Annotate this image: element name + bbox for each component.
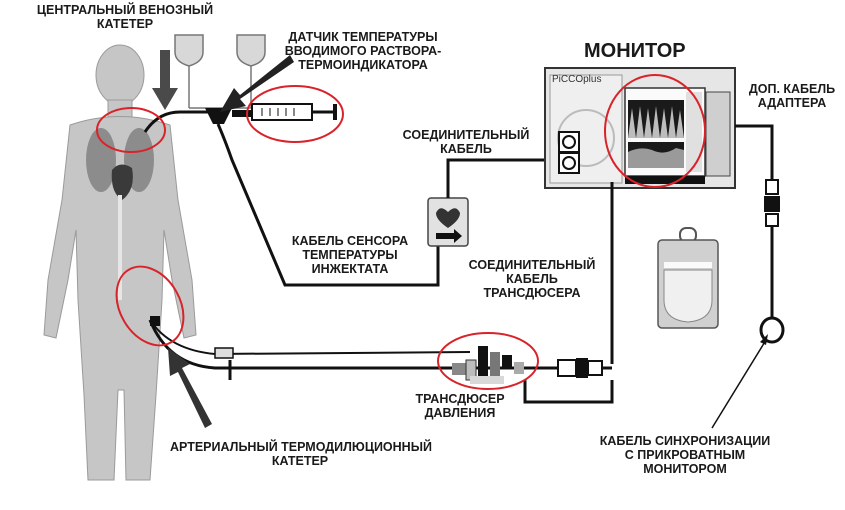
label-transducer-cable-line-1: СОЕДИНИТЕЛЬНЫЙ <box>468 258 596 272</box>
highlight-ellipses <box>96 74 706 390</box>
label-monitor: МОНИТОР <box>584 40 686 62</box>
cvc-line <box>143 110 215 133</box>
label-injectate-cable-line-1: КАБЕЛЬ СЕНСОРА <box>291 234 409 248</box>
label-temp-sensor-line-2: ВВОДИМОГО РАСТВОРА- <box>284 44 442 58</box>
arterial-catheter-arrow <box>168 348 212 428</box>
label-cvc-line-2: КАТЕТЕР <box>96 17 154 31</box>
label-connecting-cable-line-1: СОЕДИНИТЕЛЬНЫЙ <box>402 128 530 142</box>
adapter-connector <box>764 179 780 227</box>
label-transducer-cable-line-2: КАБЕЛЬ <box>506 272 558 286</box>
adapter-cable <box>735 124 774 180</box>
label-adapter-cable-line-2: АДАПТЕРА <box>757 96 827 110</box>
label-arterial-catheter-line-2: КАТЕТЕР <box>271 454 329 468</box>
label-adapter-cable-line-1: ДОП. КАБЕЛЬ <box>748 82 836 96</box>
label-temp-sensor-line-1: ДАТЧИК ТЕМПЕРАТУРЫ <box>288 30 438 44</box>
label-transducer-cable: СОЕДИНИТЕЛЬНЫЙ КАБЕЛЬ ТРАНСДЮСЕРА <box>452 258 612 300</box>
connecting-cable <box>446 158 558 198</box>
label-connecting-cable-line-2: КАБЕЛЬ <box>440 142 492 156</box>
label-temp-sensor: ДАТЧИК ТЕМПЕРАТУРЫ ВВОДИМОГО РАСТВОРА- Т… <box>268 30 458 72</box>
highlight-monitor-screen <box>604 74 706 188</box>
transducer-cable-b <box>523 380 614 404</box>
label-pressure-transducer-line-1: ТРАНСДЮСЕР <box>415 392 505 406</box>
arterial-line-outer <box>149 319 471 356</box>
injectate-sensor-cable <box>216 123 440 287</box>
label-arterial-catheter: АРТЕРИАЛЬНЫЙ ТЕРМОДИЛЮЦИОННЫЙ КАТЕТЕР <box>170 440 432 468</box>
highlight-catheter <box>115 265 185 347</box>
label-cvc: ЦЕНТРАЛЬНЫЙ ВЕНОЗНЫЙ КАТЕТЕР <box>0 3 250 31</box>
transducer-assembly <box>452 346 524 384</box>
sync-pointer-head <box>760 334 768 345</box>
stopcock-manifold <box>205 108 232 124</box>
label-transducer-cable-line-3: ТРАНСДЮСЕРА <box>483 286 581 300</box>
syringe <box>232 103 337 121</box>
label-connecting-cable: СОЕДИНИТЕЛЬНЫЙ КАБЕЛЬ <box>392 128 540 156</box>
label-arterial-catheter-line-1: АРТЕРИАЛЬНЫЙ ТЕРМОДИЛЮЦИОННЫЙ <box>170 440 432 454</box>
sync-pointer <box>711 339 767 429</box>
label-pressure-transducer: ТРАНСДЮСЕР ДАВЛЕНИЯ <box>410 392 510 420</box>
label-sync-cable-line-3: МОНИТОРОМ <box>643 462 727 476</box>
label-injectate-cable-line-2: ТЕМПЕРАТУРЫ <box>302 248 398 262</box>
temp-sensor-arrow <box>220 55 294 112</box>
catheter-hub <box>214 347 234 359</box>
catheter-tip <box>150 316 160 326</box>
label-pressure-transducer-line-2: ДАВЛЕНИЯ <box>424 406 496 420</box>
label-injectate-cable-line-3: ИНЖЕКТАТА <box>311 262 389 276</box>
lungs-heart <box>86 128 154 300</box>
label-sync-cable-line-2: С ПРИКРОВАТНЫМ <box>624 448 746 462</box>
monitor-device <box>544 67 736 189</box>
highlight-cvc <box>96 107 166 153</box>
label-adapter-cable: ДОП. КАБЕЛЬ АДАПТЕРА <box>744 82 840 110</box>
transducer-connector <box>540 358 612 378</box>
label-injectate-cable: КАБЕЛЬ СЕНСОРА ТЕМПЕРАТУРЫ ИНЖЕКТАТА <box>280 234 420 276</box>
label-sync-cable: КАБЕЛЬ СИНХРОНИЗАЦИИ С ПРИКРОВАТНЫМ МОНИ… <box>590 434 780 476</box>
highlight-transducer <box>437 332 539 390</box>
cvc-arrow <box>152 50 178 110</box>
sync-cable-loop <box>759 316 785 344</box>
monitor-brand: PiCCOplus <box>552 74 602 85</box>
label-sync-cable-line-1: КАБЕЛЬ СИНХРОНИЗАЦИИ <box>599 434 771 448</box>
interface-module <box>427 197 469 247</box>
highlight-syringe <box>246 85 344 143</box>
label-temp-sensor-line-3: ТЕРМОИНДИКАТОРА <box>298 58 428 72</box>
flush-bag <box>657 227 719 329</box>
label-cvc-line-1: ЦЕНТРАЛЬНЫЙ ВЕНОЗНЫЙ <box>36 3 214 17</box>
iv-bags <box>174 34 266 109</box>
